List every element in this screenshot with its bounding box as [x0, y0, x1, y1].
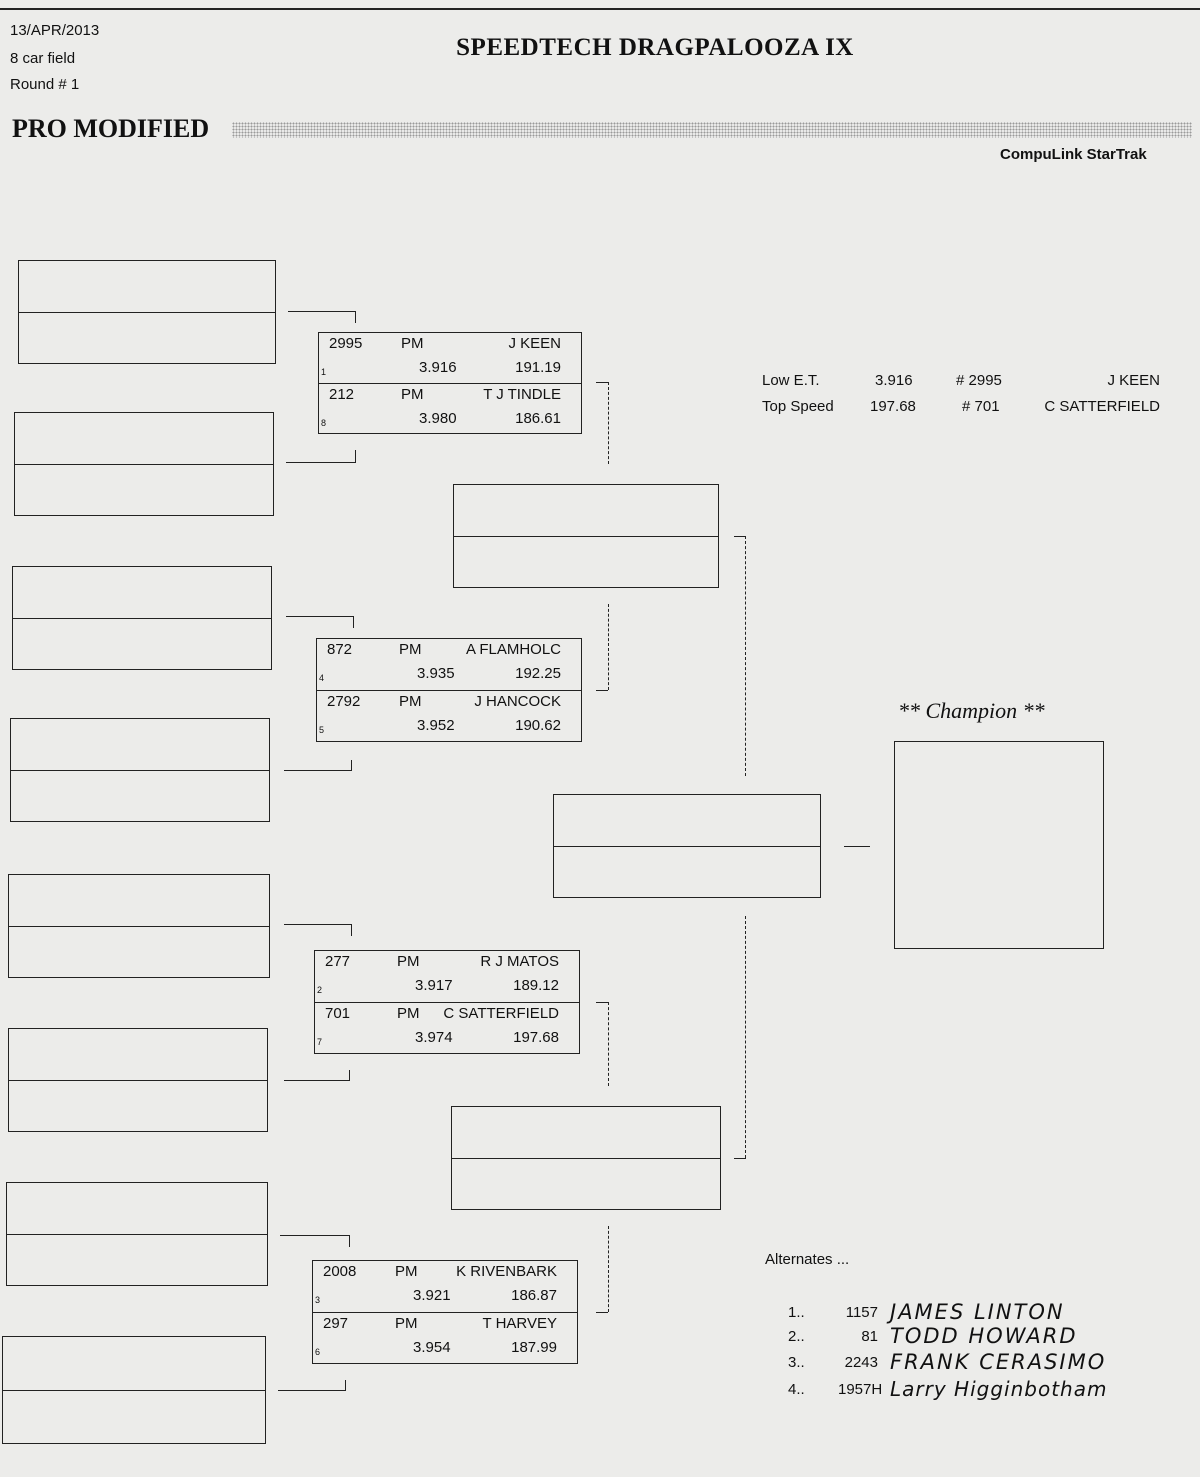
software-brand: CompuLink StarTrak: [1000, 146, 1147, 163]
prior-pair-box-1: [18, 260, 276, 364]
final-box: [553, 794, 821, 898]
alternates-heading: Alternates ...: [765, 1251, 850, 1268]
alternate-car: 1157: [845, 1304, 878, 1321]
car-number: 277: [325, 953, 351, 970]
prior-pair-box-8: [2, 1336, 266, 1444]
car-class: PM: [395, 1263, 418, 1280]
top-speed-value: 197.68: [870, 398, 916, 415]
semifinal-box-1: [453, 484, 719, 588]
car-class: PM: [399, 641, 422, 658]
driver-name: C SATTERFIELD: [443, 1005, 559, 1022]
driver-name: T HARVEY: [482, 1315, 557, 1332]
car-class: PM: [399, 693, 422, 710]
driver-name: J KEEN: [508, 335, 561, 352]
qualifying-seed: 4: [319, 673, 325, 683]
car-number: 297: [323, 1315, 349, 1332]
qualifying-seed: 2: [317, 985, 323, 995]
event-title: SPEEDTECH DRAGPALOOZA IX: [456, 34, 854, 61]
pair-box-4: 2008 PM K RIVENBARK 3 3.921 186.87 297 P…: [312, 1260, 578, 1364]
car-number: 2008: [323, 1263, 357, 1280]
elapsed-time: 3.974: [415, 1029, 453, 1046]
pair-box-3: 277 PM R J MATOS 2 3.917 189.12 701 PM C…: [314, 950, 580, 1054]
low-et-driver: J KEEN: [1107, 372, 1160, 389]
alternate-position: 4..: [788, 1381, 805, 1398]
alternate-car: 1957H: [838, 1381, 883, 1398]
pair-box-1: 2995 PM J KEEN 1 3.916 191.19 212 PM T J…: [318, 332, 582, 434]
dotted-rule: [232, 122, 1192, 138]
car-class: PM: [401, 386, 424, 403]
car-number: 2792: [327, 693, 361, 710]
speed: 186.87: [511, 1287, 557, 1304]
car-number: 2995: [329, 335, 363, 352]
prior-pair-box-4: [10, 718, 270, 822]
qualifying-seed: 8: [321, 418, 327, 428]
elapsed-time: 3.980: [419, 410, 457, 427]
qualifying-seed: 1: [321, 367, 327, 377]
qualifying-seed: 5: [319, 725, 325, 735]
prior-pair-box-3: [12, 566, 272, 670]
speed: 192.25: [515, 665, 561, 682]
driver-name: A FLAMHOLC: [465, 641, 561, 658]
driver-name: T J TINDLE: [483, 386, 561, 403]
car-number: 872: [327, 641, 353, 658]
alternate-car: 81: [861, 1328, 878, 1345]
low-et-label: Low E.T.: [762, 372, 820, 389]
car-number: 212: [329, 386, 355, 403]
alternate-name: JAMES LINTON: [890, 1300, 1065, 1324]
car-number: 701: [325, 1005, 351, 1022]
speed: 197.68: [513, 1029, 559, 1046]
qualifying-seed: 7: [317, 1037, 323, 1047]
top-border: [0, 0, 1200, 10]
alternate-position: 2..: [788, 1328, 805, 1345]
champion-box: [894, 741, 1104, 949]
field-size: 8 car field: [10, 50, 76, 67]
top-speed-car: # 701: [962, 398, 1000, 415]
car-class: PM: [397, 1005, 420, 1022]
qualifying-seed: 3: [315, 1295, 321, 1305]
prior-pair-box-5: [8, 874, 270, 978]
low-et-car: # 2995: [956, 372, 1002, 389]
semifinal-box-2: [451, 1106, 721, 1210]
event-date: 13/APR/2013: [10, 22, 100, 39]
alternate-position: 3..: [788, 1354, 805, 1371]
top-speed-label: Top Speed: [762, 398, 834, 415]
prior-pair-box-7: [6, 1182, 268, 1286]
elapsed-time: 3.954: [413, 1339, 451, 1356]
elapsed-time: 3.935: [417, 665, 455, 682]
prior-pair-box-2: [14, 412, 274, 516]
pair-box-2: 872 PM A FLAMHOLC 4 3.935 192.25 2792 PM…: [316, 638, 582, 742]
car-class: PM: [395, 1315, 418, 1332]
low-et-value: 3.916: [875, 372, 913, 389]
alternate-name: FRANK CERASIMO: [890, 1350, 1107, 1374]
speed: 190.62: [515, 717, 561, 734]
speed: 189.12: [513, 977, 559, 994]
speed: 191.19: [515, 359, 561, 376]
driver-name: R J MATOS: [480, 953, 559, 970]
champion-label: ** Champion **: [898, 698, 1045, 723]
car-class: PM: [401, 335, 424, 352]
round-number: Round # 1: [10, 76, 80, 93]
elapsed-time: 3.917: [415, 977, 453, 994]
speed: 186.61: [515, 410, 561, 427]
prior-pair-box-6: [8, 1028, 268, 1132]
car-class: PM: [397, 953, 420, 970]
elapsed-time: 3.916: [419, 359, 457, 376]
alternate-name: Larry Higginbotham: [890, 1377, 1108, 1401]
elapsed-time: 3.952: [417, 717, 455, 734]
driver-name: J HANCOCK: [474, 693, 561, 710]
qualifying-seed: 6: [315, 1347, 321, 1357]
speed: 187.99: [511, 1339, 557, 1356]
top-speed-driver: C SATTERFIELD: [1044, 398, 1160, 415]
elapsed-time: 3.921: [413, 1287, 451, 1304]
alternate-car: 2243: [844, 1354, 878, 1371]
alternate-name: TODD HOWARD: [890, 1324, 1078, 1348]
alternate-position: 1..: [788, 1304, 805, 1321]
driver-name: K RIVENBARK: [456, 1263, 557, 1280]
class-title: PRO MODIFIED: [12, 114, 210, 143]
